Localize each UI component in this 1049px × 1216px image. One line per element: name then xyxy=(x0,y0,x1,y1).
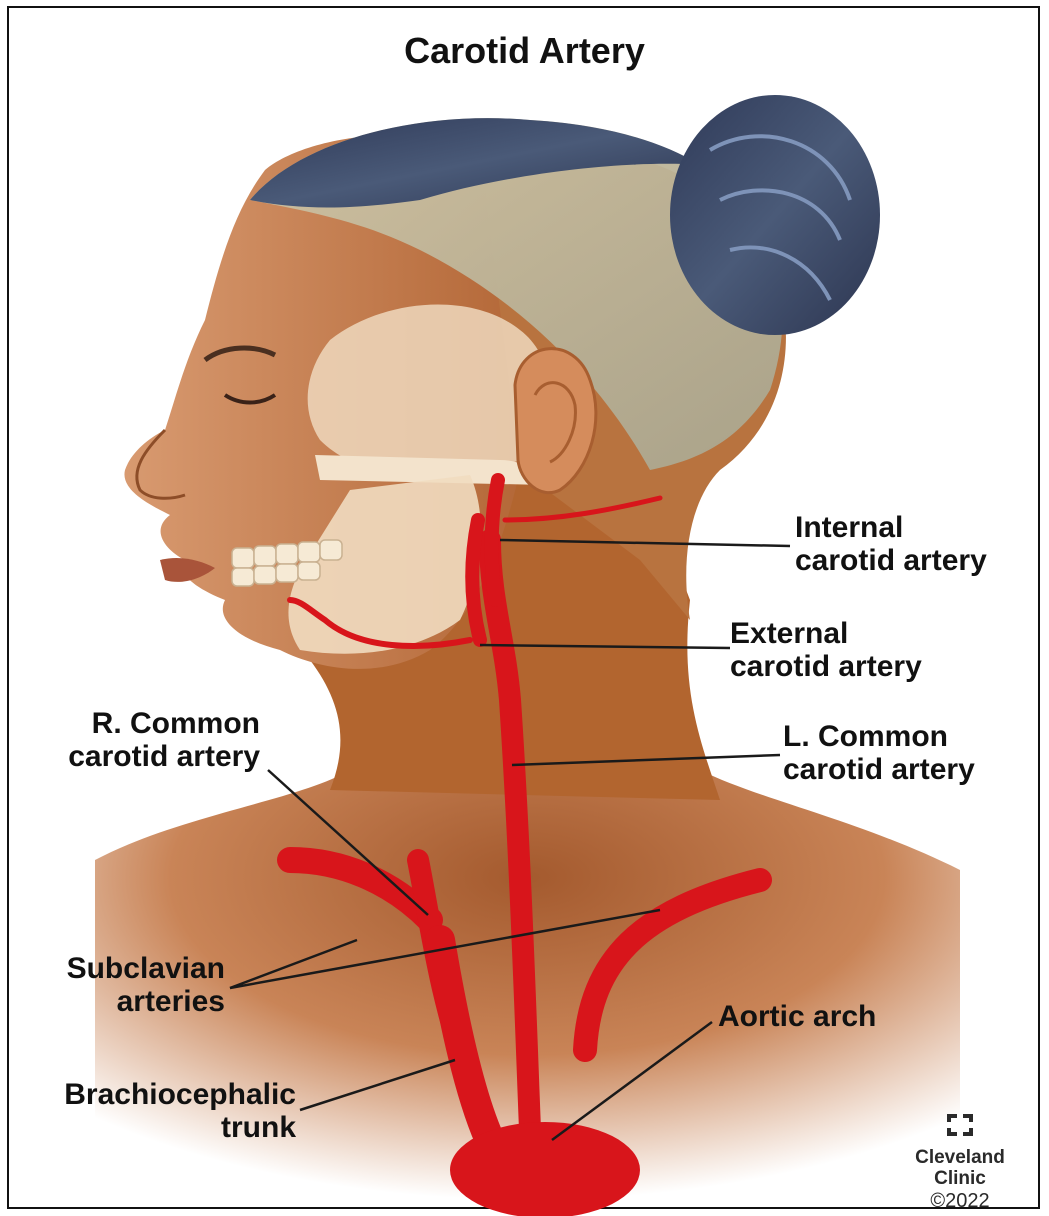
logo-name-line2: Clinic xyxy=(900,1168,1020,1189)
hair-bun xyxy=(670,95,880,335)
cleveland-clinic-logo: Cleveland Clinic ©2022 xyxy=(900,1112,1020,1212)
logo-copyright: ©2022 xyxy=(900,1191,1020,1212)
label-aortic-arch: Aortic arch xyxy=(718,1000,876,1033)
logo-name-line1: Cleveland xyxy=(900,1147,1020,1168)
cleveland-clinic-mark-icon xyxy=(945,1112,975,1138)
external-carotid xyxy=(472,520,480,640)
aortic-arch xyxy=(450,1122,640,1216)
internal-carotid xyxy=(492,480,498,600)
